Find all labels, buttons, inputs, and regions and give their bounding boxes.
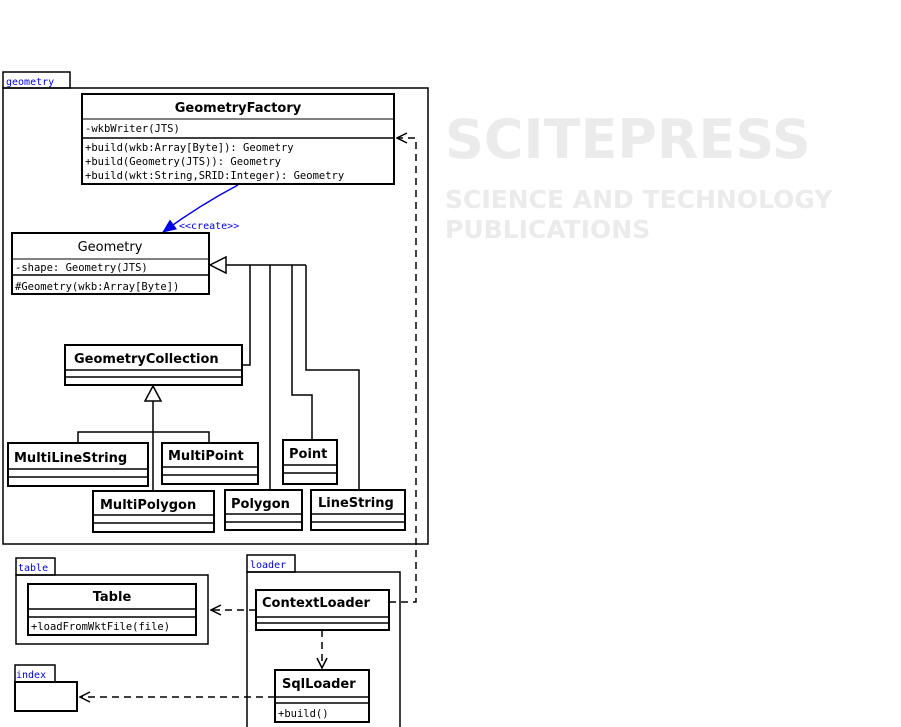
class-sql-loader[interactable]: SqlLoader +build() <box>274 669 370 723</box>
watermark-line1: SCITEPRESS <box>445 108 811 171</box>
inheritance-geometry-collection <box>77 384 210 491</box>
class-geometry-collection[interactable]: GeometryCollection <box>64 344 243 386</box>
watermark-line2: SCIENCE AND TECHNOLOGY PUBLICATIONS <box>445 185 833 244</box>
package-label: table <box>18 563 48 574</box>
svg-text:+loadFromWktFile(file): +loadFromWktFile(file) <box>31 621 170 633</box>
svg-text:+build(Geometry(JTS)): Geometr: +build(Geometry(JTS)): Geometry <box>85 156 281 168</box>
class-multi-polygon[interactable]: MultiPolygon <box>92 490 215 533</box>
dependency-contextloader-geometryfactory <box>389 138 417 603</box>
svg-text:MultiPolygon: MultiPolygon <box>100 498 196 513</box>
class-line-string[interactable]: LineString <box>310 489 406 531</box>
svg-text:Point: Point <box>289 447 327 462</box>
package-label: loader <box>250 560 286 571</box>
package-geometry: geometry <box>2 71 429 545</box>
create-label: <<create>> <box>179 221 239 232</box>
class-multi-line-string[interactable]: MultiLineString <box>7 442 149 487</box>
svg-text:-wkbWriter(JTS): -wkbWriter(JTS) <box>85 123 180 135</box>
create-arrow <box>162 184 239 233</box>
svg-text:Polygon: Polygon <box>231 497 290 512</box>
package-loader: loader <box>246 554 401 727</box>
class-multi-point[interactable]: MultiPoint <box>161 442 259 485</box>
svg-text:Table: Table <box>93 590 132 605</box>
svg-text:Geometry: Geometry <box>78 240 143 255</box>
package-label: geometry <box>6 77 54 88</box>
svg-text:GeometryFactory: GeometryFactory <box>175 101 302 116</box>
svg-text:ContextLoader: ContextLoader <box>262 596 370 611</box>
class-context-loader[interactable]: ContextLoader <box>255 589 390 631</box>
svg-text:MultiLineString: MultiLineString <box>14 451 127 466</box>
svg-text:LineString: LineString <box>318 496 394 511</box>
svg-text:MultiPoint: MultiPoint <box>168 449 244 464</box>
svg-text:#Geometry(wkb:Array[Byte]): #Geometry(wkb:Array[Byte]) <box>15 281 179 293</box>
class-table[interactable]: Table +loadFromWktFile(file) <box>27 583 197 636</box>
class-polygon[interactable]: Polygon <box>224 489 303 531</box>
inheritance-geometry <box>208 255 360 490</box>
class-point[interactable]: Point <box>282 439 338 485</box>
class-geometry[interactable]: Geometry -shape: Geometry(JTS) #Geometry… <box>11 232 210 295</box>
svg-text:+build(wkt:String,SRID:Integer: +build(wkt:String,SRID:Integer): Geometr… <box>85 170 344 182</box>
package-index: index <box>14 664 78 712</box>
svg-text:SqlLoader: SqlLoader <box>282 677 356 692</box>
package-label: index <box>16 670 46 681</box>
svg-text:GeometryCollection: GeometryCollection <box>74 352 219 367</box>
svg-text:-shape: Geometry(JTS): -shape: Geometry(JTS) <box>15 262 148 274</box>
package-table: table <box>15 557 209 645</box>
class-geometry-factory[interactable]: GeometryFactory -wkbWriter(JTS) +build(w… <box>81 93 395 185</box>
svg-text:+build(wkb:Array[Byte]): Geome: +build(wkb:Array[Byte]): Geometry <box>85 142 294 154</box>
svg-text:+build(): +build() <box>278 708 329 720</box>
